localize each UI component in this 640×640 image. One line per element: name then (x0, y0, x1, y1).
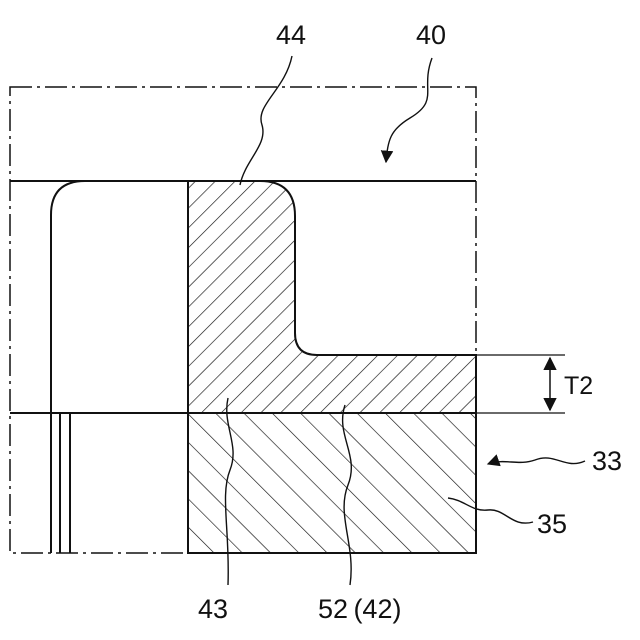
lower-block-35 (188, 413, 476, 553)
left-channel-outline (51, 181, 85, 553)
label-44: 44 (276, 20, 306, 50)
leader-33 (488, 458, 585, 464)
leader-40 (386, 58, 432, 162)
leader-44 (240, 56, 292, 185)
t2-label: T2 (564, 372, 593, 400)
l-shaped-member (188, 181, 476, 413)
label-35: 35 (537, 509, 567, 539)
label-40: 40 (416, 20, 446, 50)
label-33: 33 (592, 446, 622, 476)
label-43: 43 (198, 594, 228, 624)
label-52-42: 52 (42) (318, 594, 401, 624)
